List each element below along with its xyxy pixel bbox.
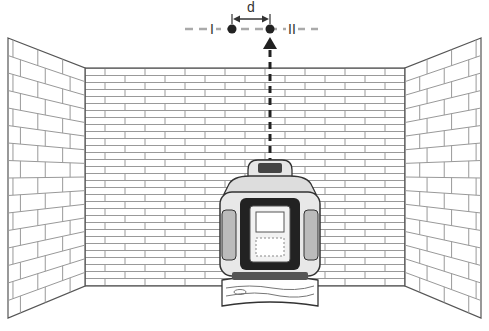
dim-arrow: [233, 16, 240, 23]
point-label: I: [208, 22, 216, 36]
wood-block: [222, 276, 318, 306]
left-wall: [8, 38, 85, 318]
point-ii: [266, 25, 275, 34]
side-bricks: [8, 40, 481, 313]
laser-beam: [269, 50, 272, 162]
point-label: d: [245, 0, 257, 14]
dim-ext: [269, 14, 270, 24]
rotary-laser: [220, 160, 320, 280]
dim-ext: [231, 14, 232, 24]
dim-arrow: [262, 16, 269, 23]
right-wall: [405, 38, 481, 318]
dim-line: [236, 18, 266, 20]
laser-line: [185, 28, 318, 31]
point-label: II: [286, 22, 298, 36]
back-wall: [85, 68, 405, 286]
beam-arrow: [263, 37, 277, 49]
point-i: [228, 25, 237, 34]
